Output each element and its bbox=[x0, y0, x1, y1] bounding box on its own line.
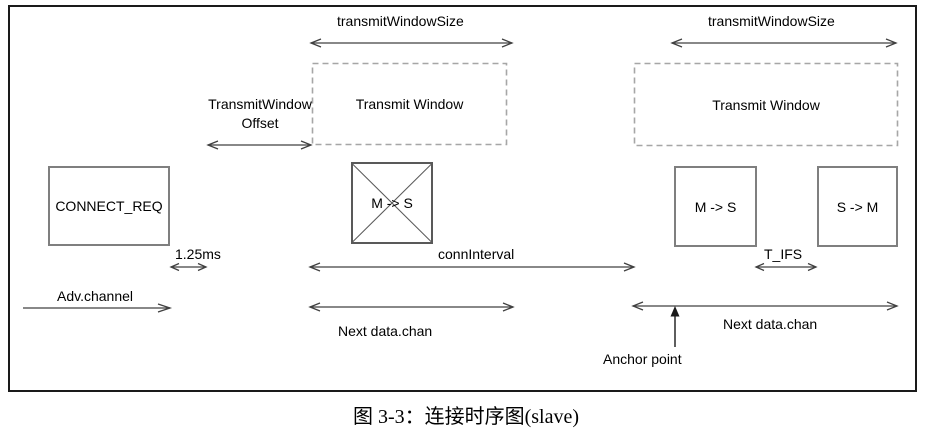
conn-interval-label: connInterval bbox=[438, 246, 515, 262]
diagram-frame bbox=[8, 5, 917, 392]
anchor-point-arrow bbox=[670, 306, 680, 347]
transmit-window-left-label: Transmit Window bbox=[355, 95, 464, 112]
next-data-chan-right-label: Next data.chan bbox=[723, 316, 818, 332]
slave-to-master-box: S -> M bbox=[817, 166, 898, 247]
transmit-window-size-right-arrow bbox=[670, 38, 898, 48]
t-ifs-arrow bbox=[754, 262, 818, 272]
conn-interval-arrow bbox=[308, 262, 636, 272]
transmit-window-offset-arrow bbox=[206, 140, 313, 150]
transmit-window-offset-label: TransmitWindow Offset bbox=[208, 96, 312, 131]
connect-req-label: CONNECT_REQ bbox=[55, 198, 163, 214]
transmit-window-size-left-arrow bbox=[309, 38, 514, 48]
adv-channel-label: Adv.channel bbox=[57, 288, 134, 304]
next-data-chan-left-label: Next data.chan bbox=[338, 323, 433, 339]
transmit-window-size-right-label: transmitWindowSize bbox=[708, 13, 835, 29]
transmit-window-left-dashed-rect bbox=[311, 62, 508, 146]
adv-channel-arrow bbox=[23, 303, 173, 313]
slave-to-master-label: S -> M bbox=[836, 198, 879, 215]
transmit-window-left-box: Transmit Window bbox=[312, 63, 507, 144]
next-data-chan-right-arrow bbox=[631, 301, 899, 311]
t-ifs-label: T_IFS bbox=[764, 246, 803, 262]
crossed-packet-diagonals bbox=[351, 163, 433, 243]
master-to-slave-label: M -> S bbox=[694, 198, 737, 215]
master-to-slave-box: M -> S bbox=[674, 166, 757, 247]
next-data-chan-left-arrow bbox=[308, 302, 515, 312]
delay-1-25ms-arrow bbox=[169, 262, 208, 272]
transmit-window-size-left-label: transmitWindowSize bbox=[337, 13, 464, 29]
delay-1-25ms-label: 1.25ms bbox=[175, 246, 221, 262]
connect-req-box: CONNECT_REQ bbox=[48, 166, 170, 246]
transmit-window-right-label: Transmit Window bbox=[712, 96, 820, 113]
figure-caption: 图 3-3：连接时序图(slave) bbox=[352, 406, 580, 428]
crossed-packet-box: M -> S bbox=[351, 162, 433, 244]
anchor-point-label: Anchor point bbox=[603, 351, 682, 367]
crossed-packet-label: M -> S bbox=[371, 195, 413, 211]
transmit-window-right-dashed-rect bbox=[633, 62, 899, 147]
transmit-window-right-box: Transmit Window bbox=[634, 63, 898, 146]
